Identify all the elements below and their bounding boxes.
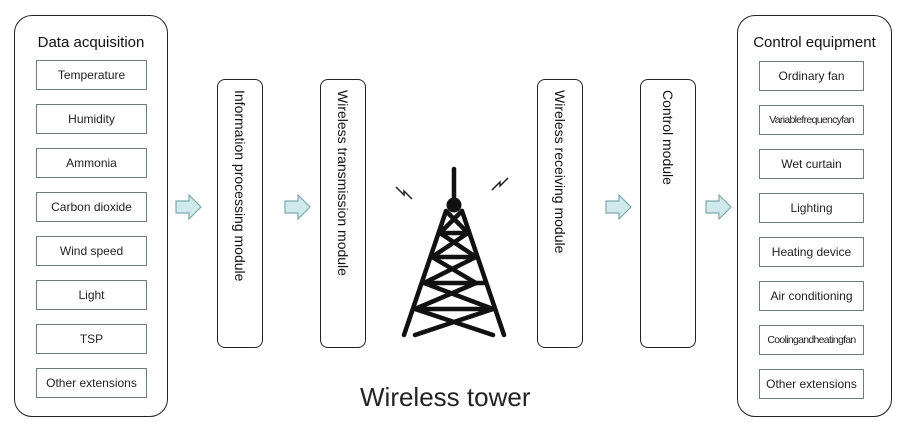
acq-item-tsp: TSP xyxy=(36,324,147,354)
wireless-signal-icon xyxy=(491,177,509,191)
ctrl-item-ordinary-fan: Ordinary fan xyxy=(759,61,864,91)
acq-item-temperature: Temperature xyxy=(36,60,147,90)
acq-item-other-extensions: Other extensions xyxy=(36,368,147,398)
arrow-right-icon xyxy=(175,194,202,220)
ctrl-item-wet-curtain: Wet curtain xyxy=(759,149,864,179)
information-processing-module-label: Information processing module xyxy=(232,90,248,282)
control-module-label: Control module xyxy=(660,90,676,185)
wireless-signal-icon xyxy=(395,186,413,200)
control-equipment-title: Control equipment xyxy=(753,34,876,51)
control-module: Control module xyxy=(640,79,696,348)
acq-item-carbon-dioxide: Carbon dioxide xyxy=(36,192,147,222)
ctrl-item-other-extensions: Other extensions xyxy=(759,369,864,399)
wireless-transmission-module-label: Wireless transmission module xyxy=(335,90,351,276)
acq-item-light: Light xyxy=(36,280,147,310)
wireless-tower-caption: Wireless tower xyxy=(360,382,531,412)
control-equipment-group: Control equipment Ordinary fan Variablef… xyxy=(737,15,892,417)
arrow-right-icon xyxy=(705,194,732,220)
acq-item-ammonia: Ammonia xyxy=(36,148,147,178)
wireless-transmission-module: Wireless transmission module xyxy=(320,79,366,348)
wireless-receiving-module: Wireless receiving module xyxy=(537,79,583,348)
acq-item-humidity: Humidity xyxy=(36,104,147,134)
acq-item-wind-speed: Wind speed xyxy=(36,236,147,266)
wireless-tower-icon xyxy=(401,166,507,338)
information-processing-module: Information processing module xyxy=(217,79,263,348)
ctrl-item-lighting: Lighting xyxy=(759,193,864,223)
data-acquisition-title: Data acquisition xyxy=(37,34,145,51)
arrow-right-icon xyxy=(605,194,632,220)
ctrl-item-heating-device: Heating device xyxy=(759,237,864,267)
data-acquisition-group: Data acquisition Temperature Humidity Am… xyxy=(14,15,168,417)
wireless-receiving-module-label: Wireless receiving module xyxy=(552,90,568,254)
ctrl-item-variable-frequency-fan: Variablefrequencyfan xyxy=(759,105,864,135)
arrow-right-icon xyxy=(284,194,311,220)
ctrl-item-cooling-heating-fan: Coolingandheatingfan xyxy=(759,325,864,355)
ctrl-item-air-conditioning: Air conditioning xyxy=(759,281,864,311)
